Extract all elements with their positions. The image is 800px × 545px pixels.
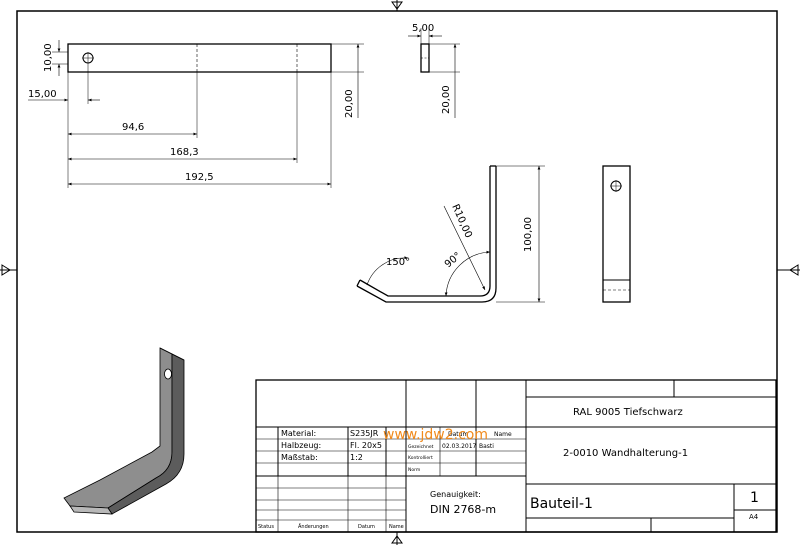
- watermark: www.jdw2.com: [383, 427, 488, 443]
- norm-label: Norm: [408, 467, 420, 473]
- dim-height-side: 20,00: [441, 85, 452, 114]
- aenderungen-header: Änderungen: [298, 523, 329, 530]
- dim-hole-height: 10,00: [43, 43, 54, 72]
- halbzeug-label: Halbzeug:: [281, 441, 321, 450]
- top-view-flat-bar: [28, 40, 364, 188]
- massstab-label: Maßstab:: [281, 453, 318, 462]
- dim-bend-radius: R10,00: [449, 203, 474, 240]
- dim-bend-height: 100,00: [523, 217, 534, 252]
- dim-length-168: 168,3: [170, 147, 199, 158]
- part-name: Bauteil-1: [530, 496, 593, 512]
- genauigkeit-label: Genauigkeit:: [430, 490, 481, 499]
- dim-length-94: 94,6: [122, 122, 144, 133]
- drawing-name: 2-0010 Wandhalterung-1: [563, 448, 688, 459]
- gezeichnet-date: 02.03.2017: [442, 443, 477, 450]
- kontrolliert-label: Kontrolliert: [408, 455, 433, 461]
- finish-color: RAL 9005 Tiefschwarz: [573, 407, 683, 418]
- bent-profile-view: [356, 165, 497, 303]
- title-block-grid: [255, 379, 777, 533]
- dim-angle-90: 90°: [443, 250, 464, 270]
- halbzeug-value: Fl. 20x5: [350, 441, 382, 450]
- sheet-number: 1: [750, 490, 759, 506]
- end-view-section: [408, 28, 460, 118]
- front-view-upright: [602, 165, 631, 303]
- gezeichnet-name: Basti: [479, 443, 494, 450]
- material-label: Material:: [281, 429, 316, 438]
- dim-length-192: 192,5: [185, 172, 214, 183]
- genauigkeit-value: DIN 2768-m: [430, 503, 496, 516]
- isometric-part-view: [63, 347, 185, 515]
- massstab-value: 1:2: [350, 453, 363, 462]
- name2-header: Name: [389, 524, 404, 530]
- datum2-header: Datum: [358, 524, 375, 530]
- datum-header: Datum: [448, 431, 468, 438]
- bent-profile-dimensions: [366, 165, 545, 303]
- sheet-format: A4: [749, 513, 759, 521]
- dim-angle-150: 150°: [386, 257, 410, 268]
- gezeichnet-label: Gezeichnet: [408, 444, 434, 450]
- dim-thickness: 5,00: [412, 23, 434, 34]
- material-value: S235JR: [350, 429, 379, 438]
- dim-height-top: 20,00: [344, 89, 355, 118]
- dim-hole-offset: 15,00: [28, 89, 57, 100]
- status-header: Status: [258, 524, 274, 530]
- name-header: Name: [494, 431, 512, 438]
